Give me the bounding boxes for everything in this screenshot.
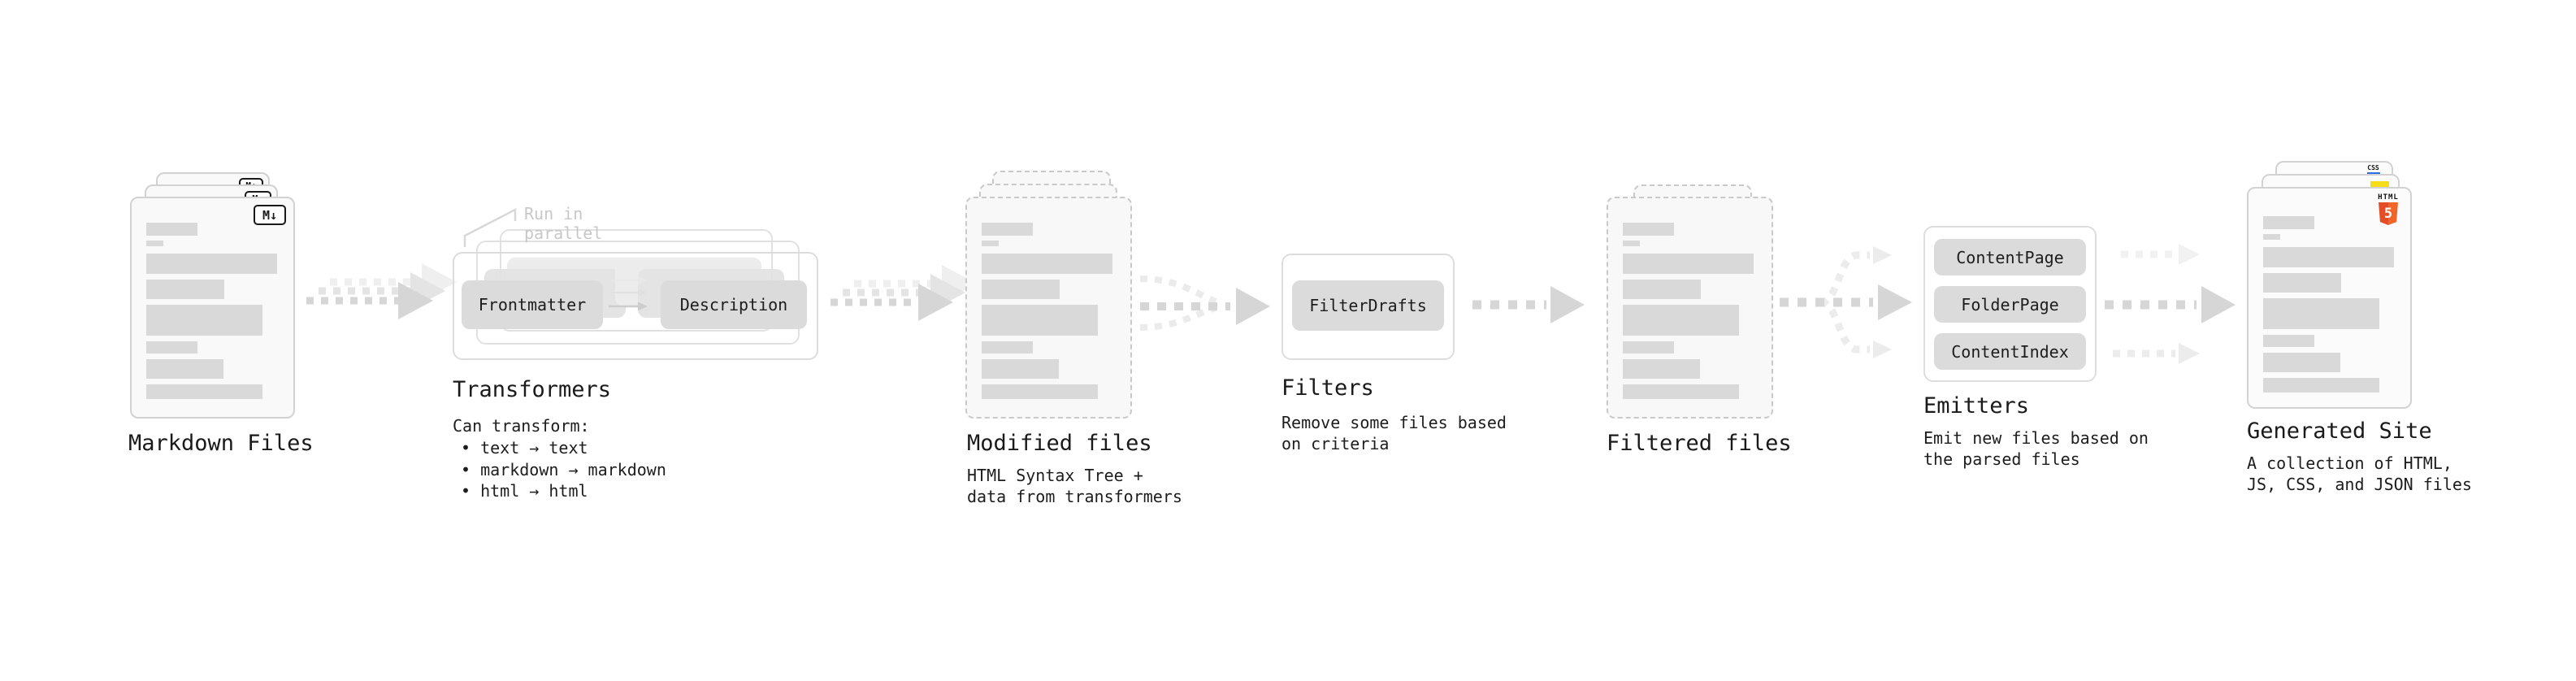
placeholder-bar [146,280,224,299]
html5-icon: HTML 5 [2374,193,2402,225]
generated-site-description: A collection of HTML, JS, CSS, and JSON … [2247,453,2472,494]
placeholder-bar [146,223,197,236]
placeholder-bar [1623,341,1674,354]
placeholder-bar [146,359,223,379]
doc-content-placeholder [2263,216,2396,398]
transformers-bullet-list: • text → text • markdown → markdown • ht… [461,437,666,502]
placeholder-bar [2263,273,2341,293]
modified-files-title: Modified files [967,431,1152,456]
arrow-markdown-to-transformers [306,263,457,319]
filters-description: Remove some files based on criteria [1281,413,1507,453]
bullet-item: • markdown → markdown [461,459,666,479]
placeholder-bar [146,384,262,399]
modified-files-description: HTML Syntax Tree + data from transformer… [967,466,1182,506]
placeholder-bar [982,305,1098,336]
arrow-filtered-to-emitters [1780,246,1912,358]
site-file-card-front: HTML 5 [2247,187,2412,409]
placeholder-bar [982,341,1033,354]
bullet-item: • html → html [461,481,588,501]
placeholder-bar [2263,234,2280,240]
transformer-step-arrows [609,275,648,311]
filtered-file-card-front [1607,197,1773,419]
placeholder-bar [146,241,163,246]
filters-card: FilterDrafts [1281,254,1455,360]
placeholder-bar [982,359,1059,379]
contentindex-pill: ContentIndex [1934,333,2086,370]
placeholder-bar [146,341,197,354]
placeholder-bar [1623,254,1754,274]
markdown-files-label: Markdown Files [128,431,314,456]
doc-content-placeholder [146,223,279,405]
arrow-modified-to-filters [1139,275,1270,331]
placeholder-bar [1623,359,1700,379]
placeholder-bar [1623,305,1739,336]
placeholder-bar [1623,384,1739,399]
css-icon: CSS [2366,165,2380,175]
emitters-card: ContentPage FolderPage ContentIndex [1923,226,2097,382]
markdown-file-card-front: M↓ [130,197,295,419]
transformers-title: Transformers [453,377,612,402]
folderpage-pill: FolderPage [1934,286,2086,323]
placeholder-bar [2263,353,2340,372]
placeholder-bar [982,254,1112,274]
placeholder-bar [1623,241,1640,246]
emitters-description: Emit new files based on the parsed files [1923,428,2149,469]
placeholder-bar [982,384,1098,399]
transformers-description-heading: Can transform: [453,416,590,436]
placeholder-bar [2263,378,2379,393]
placeholder-bar [1623,223,1674,236]
filterdrafts-pill: FilterDrafts [1292,280,1444,331]
placeholder-bar [146,254,277,274]
emitters-title: Emitters [1923,393,2030,419]
markdown-icon: M↓ [254,205,286,225]
filtered-files-title: Filtered files [1607,431,1792,456]
transformer-container-front [453,252,818,360]
placeholder-bar [1623,280,1701,299]
contentpage-pill: ContentPage [1934,239,2086,275]
placeholder-bar [146,305,262,336]
placeholder-bar [982,241,999,246]
filters-title: Filters [1281,375,1374,401]
placeholder-bar [982,280,1060,299]
annotation-leader-line [463,207,517,247]
modified-file-card-front [965,197,1132,419]
placeholder-bar [2263,247,2394,267]
placeholder-bar [982,223,1033,236]
generated-site-title: Generated Site [2247,419,2432,444]
placeholder-bar [2263,216,2314,229]
arrow-filters-to-filtered [1472,286,1585,323]
arrow-transformers-to-modified [830,265,977,321]
frontmatter-pill: Frontmatter [462,280,603,329]
bullet-item: • text → text [461,438,588,458]
doc-content-placeholder [1623,223,1757,405]
description-pill: Description [661,280,807,329]
arrow-emitters-to-site [2105,244,2236,364]
placeholder-bar [2263,335,2314,347]
run-in-parallel-annotation: Run in parallel [524,204,603,243]
placeholder-bar [2263,298,2379,329]
doc-content-placeholder [982,223,1116,405]
